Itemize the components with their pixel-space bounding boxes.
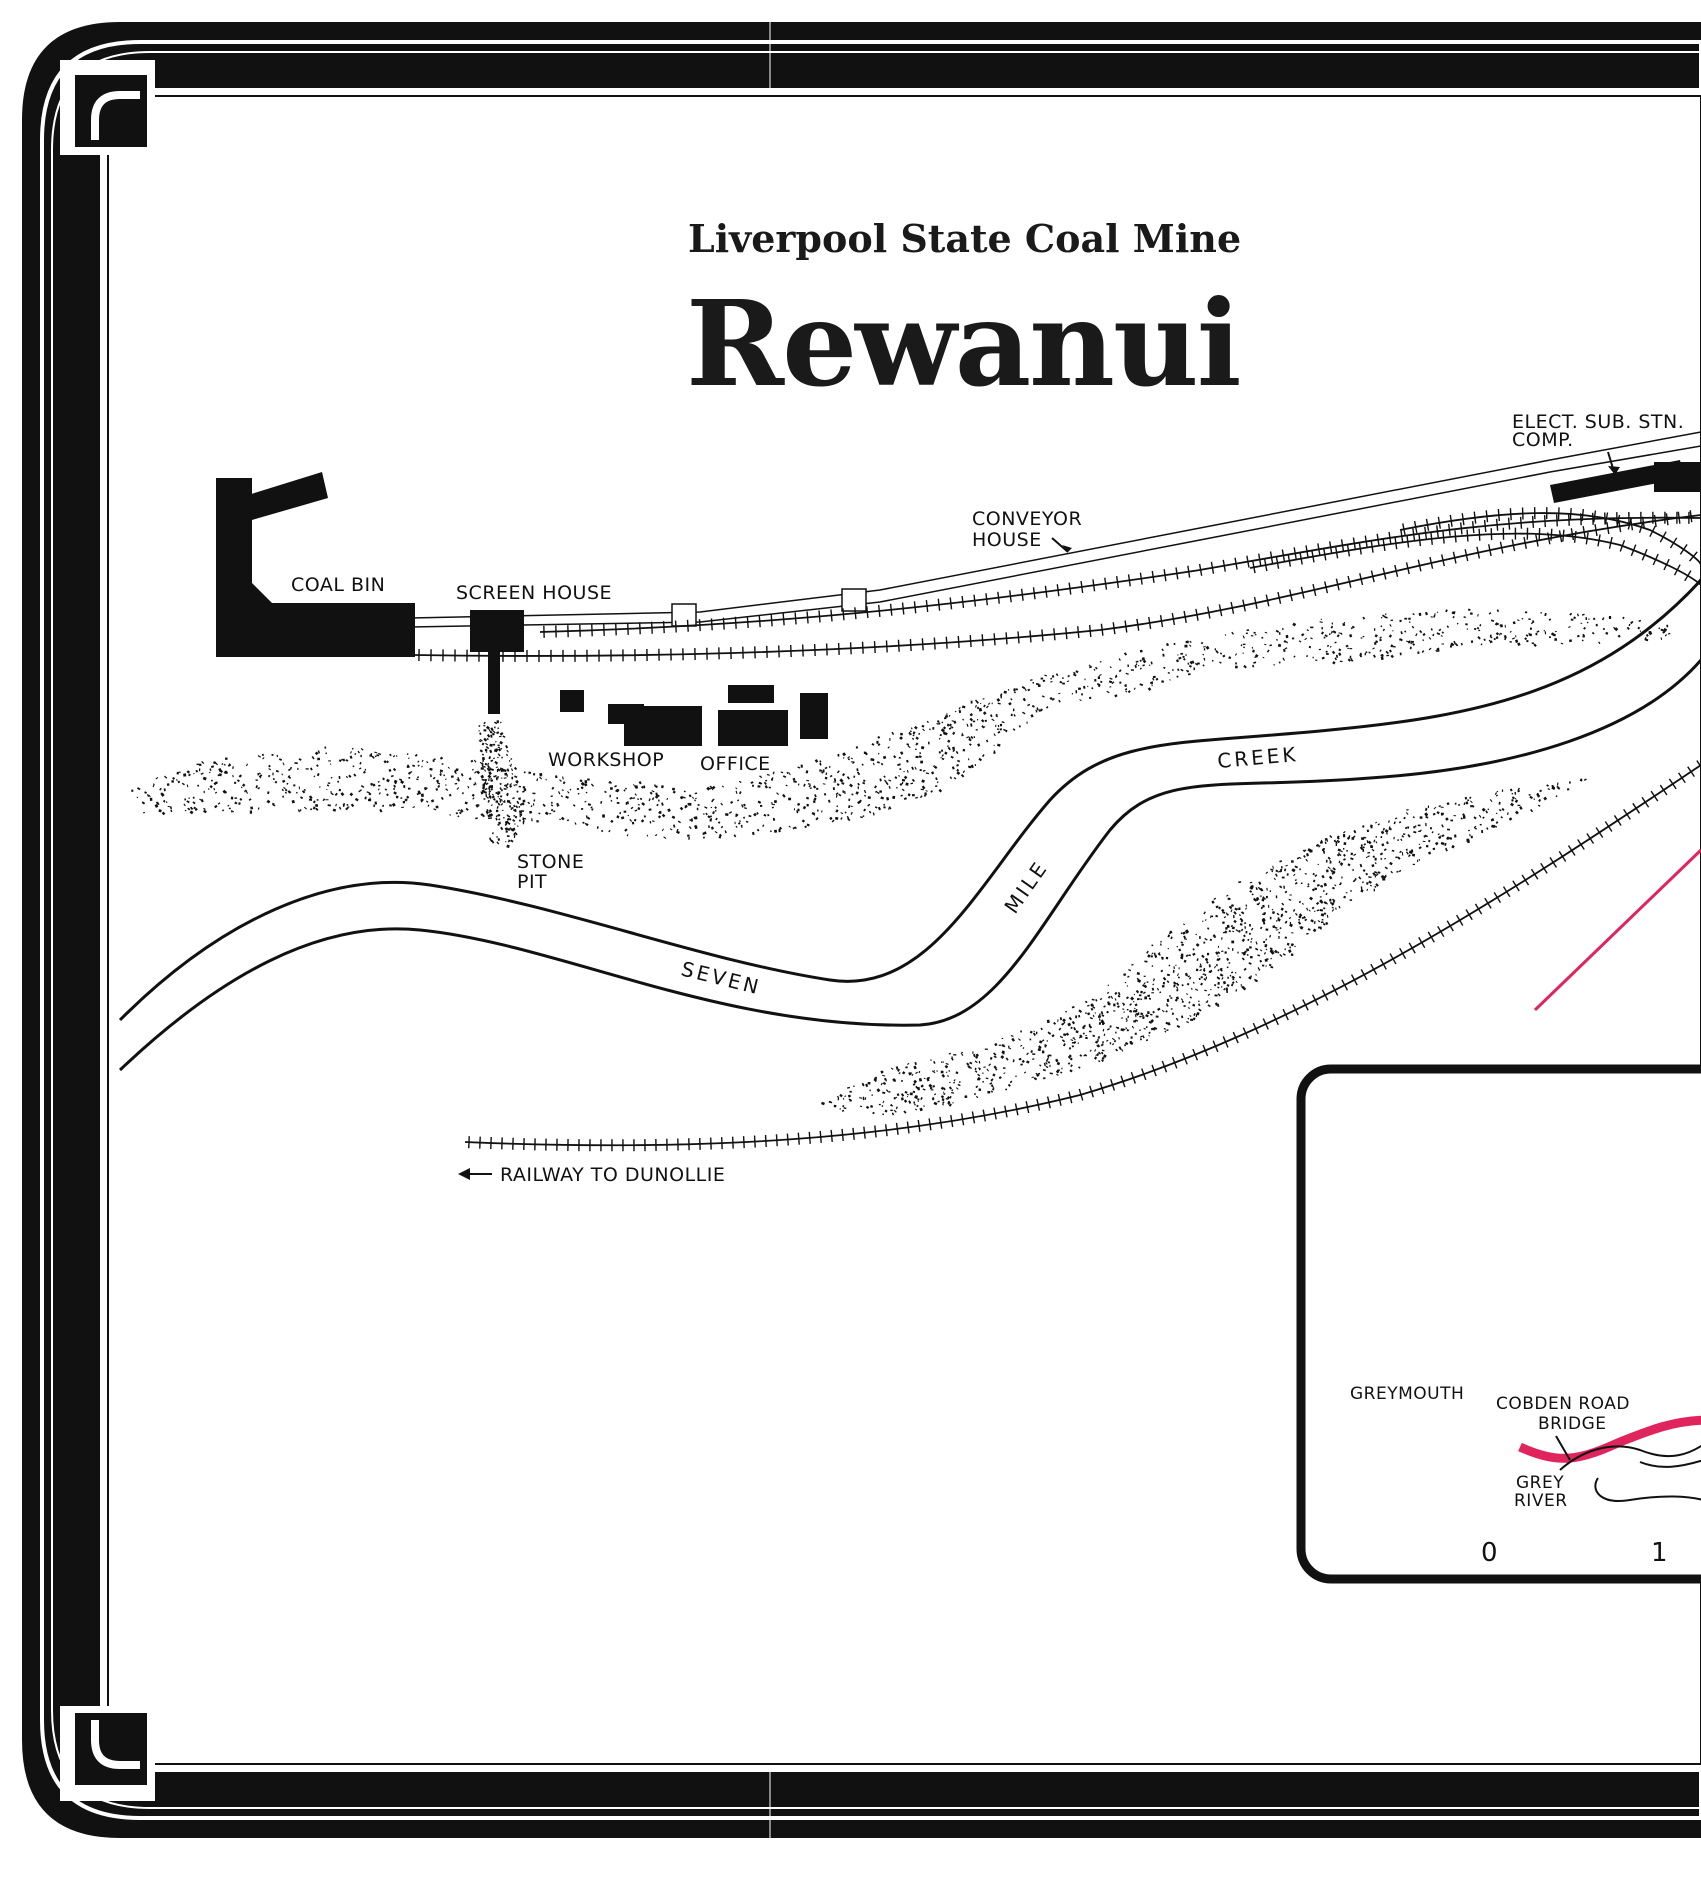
inset-label-greymouth: GREYMOUTH bbox=[1350, 1384, 1464, 1404]
inset-bridge-pointer bbox=[1555, 1435, 1571, 1461]
map-title: Rewanui bbox=[686, 274, 1240, 413]
inset-label-bridge: BRIDGE bbox=[1538, 1414, 1607, 1434]
railway-tracks bbox=[414, 507, 1701, 1152]
map-subtitle: Liverpool State Coal Mine bbox=[688, 216, 1241, 261]
label-workshop: WORKSHOP bbox=[548, 749, 664, 771]
label-stone: STONE bbox=[517, 851, 584, 873]
track-main-siding bbox=[414, 510, 1701, 662]
building-small bbox=[560, 690, 584, 712]
label-comp: COMP. bbox=[1512, 429, 1574, 451]
label-railway: RAILWAY TO DUNOLLIE bbox=[500, 1164, 725, 1186]
office-top bbox=[728, 685, 774, 703]
building-east bbox=[800, 693, 828, 739]
coal-bin bbox=[216, 478, 415, 657]
track-yard-branch-2 bbox=[1399, 507, 1701, 566]
office-building bbox=[718, 710, 788, 746]
elect-sub-station bbox=[1550, 460, 1684, 503]
inset-river-a bbox=[1559, 1439, 1701, 1471]
stone-pit bbox=[478, 720, 525, 849]
label-conveyor: CONVEYOR bbox=[972, 508, 1082, 530]
label-elect-sub-stn: ELECT. SUB. STN. bbox=[1512, 411, 1684, 433]
spoil-east bbox=[821, 778, 1587, 1116]
label-screen-house: SCREEN HOUSE bbox=[456, 582, 612, 604]
spoil-west bbox=[131, 608, 1671, 840]
inset-river-b bbox=[1594, 1477, 1701, 1503]
label-office: OFFICE bbox=[700, 753, 771, 775]
label-pit: PIT bbox=[517, 871, 547, 893]
coal-bin-chute bbox=[248, 472, 328, 520]
map-labels: COAL BIN SCREEN HOUSE CONVEYOR HOUSE ELE… bbox=[291, 411, 1684, 1186]
compressor-house bbox=[1654, 462, 1701, 492]
screen-house bbox=[470, 610, 524, 652]
conveyor-house-2 bbox=[841, 588, 867, 612]
label-conveyor-house: HOUSE bbox=[972, 529, 1042, 551]
track-railway-dunollie bbox=[464, 760, 1701, 1152]
inset-label-river: RIVER bbox=[1514, 1491, 1568, 1511]
screen-house-support bbox=[488, 652, 500, 714]
scale-label-0: 0 bbox=[1481, 1538, 1498, 1568]
scale-label-1: 1 bbox=[1651, 1538, 1668, 1568]
pink-route-line bbox=[1533, 848, 1701, 1012]
inset-road bbox=[1518, 1415, 1701, 1463]
seven-mile-creek bbox=[118, 578, 1701, 1072]
inset-map: GREYMOUTH COBDEN ROAD BRIDGE GREY RIVER … bbox=[1296, 1064, 1701, 1584]
inset-label-cobden-road: COBDEN ROAD bbox=[1496, 1394, 1630, 1414]
spoil-heaps bbox=[131, 608, 1671, 1116]
inset-label-grey: GREY bbox=[1516, 1473, 1564, 1493]
buildings bbox=[216, 460, 1701, 746]
track-yard-branch bbox=[1249, 527, 1701, 588]
track-yard-upper bbox=[539, 511, 1701, 638]
label-coal-bin: COAL BIN bbox=[291, 574, 385, 596]
workshop-main bbox=[624, 706, 702, 746]
conveyor-arrow bbox=[1051, 537, 1069, 553]
